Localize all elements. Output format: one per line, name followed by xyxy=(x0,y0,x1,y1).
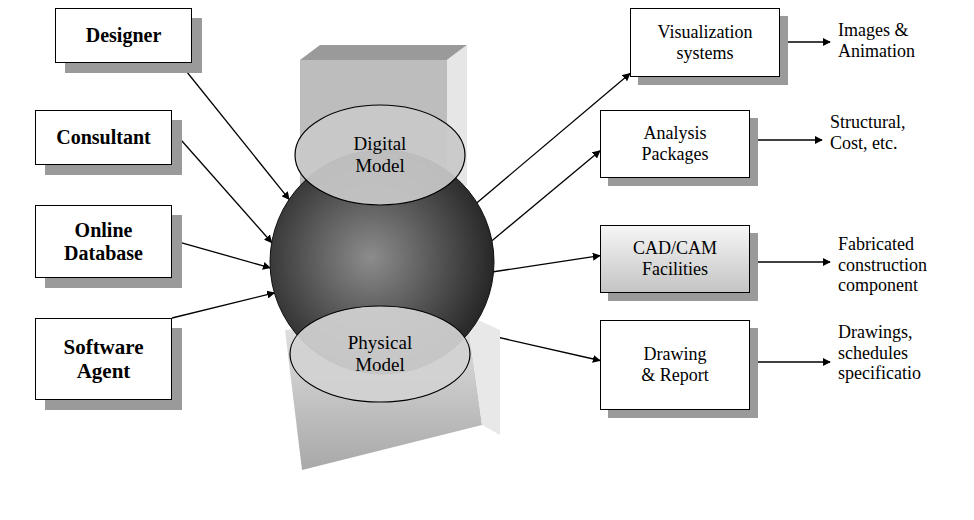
output-label: Images & Animation xyxy=(838,20,948,61)
model-ellipse xyxy=(295,105,465,205)
box-label: Drawing & Report xyxy=(640,344,710,385)
box-label: Software Agent xyxy=(54,335,154,383)
cube-side xyxy=(467,315,500,435)
process-box: Online Database xyxy=(35,205,172,278)
process-box: Visualization systems xyxy=(630,8,780,77)
process-box: Software Agent xyxy=(35,318,172,400)
model-sphere: Digital ModelPhysical Model xyxy=(272,40,508,472)
model-illustration xyxy=(272,40,508,472)
connector-arrow xyxy=(172,240,270,268)
box-label: Designer xyxy=(86,24,162,47)
model-ellipse xyxy=(290,306,470,402)
output-arrow xyxy=(751,139,822,140)
model-label: Physical Model xyxy=(334,332,426,376)
connector-arrow xyxy=(172,130,272,243)
process-box: Designer xyxy=(55,8,192,63)
box-label: Online Database xyxy=(54,219,154,265)
connector-arrow xyxy=(492,151,600,241)
connector-arrow xyxy=(494,256,600,272)
output-label: Fabricated construction component xyxy=(838,234,950,296)
cube-top xyxy=(300,45,467,60)
output-arrow xyxy=(751,361,830,362)
output-arrow xyxy=(781,41,830,42)
connector-arrow xyxy=(172,293,274,318)
box-label: Analysis Packages xyxy=(630,123,720,164)
box-label: Consultant xyxy=(56,126,150,149)
output-arrows xyxy=(751,42,830,362)
output-arrow xyxy=(751,261,830,262)
output-label: Structural, Cost, etc. xyxy=(830,112,935,153)
output-label: Drawings, schedules specificatio xyxy=(838,322,950,384)
model-label: Digital Model xyxy=(334,133,426,177)
box-label: CAD/CAM Facilities xyxy=(625,238,725,279)
process-box: Analysis Packages xyxy=(600,110,750,178)
box-label: Visualization systems xyxy=(645,22,765,63)
connector-arrow xyxy=(180,63,289,199)
process-box: CAD/CAM Facilities xyxy=(600,225,750,293)
process-box: Drawing & Report xyxy=(600,320,750,410)
process-box: Consultant xyxy=(35,110,172,165)
